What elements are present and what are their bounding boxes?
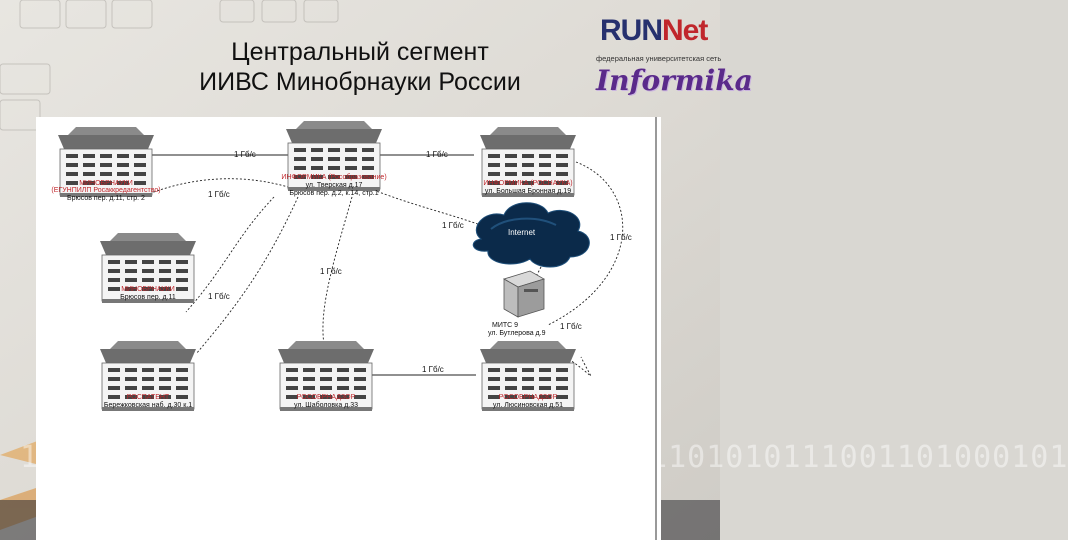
b6-name: РОСОБРНАДЗОР [297, 394, 356, 401]
link-label-server-b7: 1 Гб/с [560, 322, 582, 331]
link-server-b7 [547, 346, 592, 377]
b4-name: МИНОБРНАУКИ [121, 286, 175, 293]
link-label-b1-b2: 1 Гб/с [234, 150, 256, 159]
b5-address: Бережковская наб. д.30 к.1 [104, 401, 192, 409]
link-b2-b6 [322, 196, 353, 355]
b4-address: Брюсов пер. д.11 [120, 294, 176, 301]
internet-cloud-icon [472, 202, 590, 268]
link-label-b2-b6: 1 Гб/с [320, 267, 342, 276]
logo-informika: Informika [596, 64, 753, 97]
network-diagram: Internet МИНОБРНАУКИ (ЕГУНПИЛП Росаккред… [36, 117, 661, 540]
server-address: ул. Бутлерова д.9 [488, 330, 546, 337]
link-b2-b4 [185, 196, 275, 313]
link-b3-server [547, 161, 624, 326]
internet-label: Internet [508, 228, 536, 237]
slide-title-line2: ИИВС Минобрнауки России [199, 68, 521, 96]
b1-name2: (ЕГУНПИЛП Росаккредагентство) [51, 187, 160, 194]
link-label-b2-internet: 1 Гб/с [442, 221, 464, 230]
server-icon [502, 270, 546, 318]
b2-name: ИНФОРМИКА (Рособразование) [281, 173, 386, 181]
link-b2-internet [365, 186, 492, 230]
b7-name: РОСОБРНАДЗОР [499, 394, 558, 401]
b2-address: Брюсов пер. д.2, к.14, стр.1 [289, 190, 378, 197]
link-b2-b4-upper [145, 178, 289, 196]
b2-name2: ул. Тверская д.17 [306, 182, 363, 189]
runnet-informika-logo: RUNNet федеральная университетская сеть … [592, 14, 753, 110]
b3-address: ул. Большая Бронная д.19 [485, 188, 571, 195]
server-name: МИТС 9 [492, 322, 518, 329]
b6-address: ул. Шаболовка д.33 [294, 401, 358, 409]
link-label-b6-b7: 1 Гб/с [422, 365, 444, 374]
logo-runnet: RUNNet [600, 14, 708, 47]
link-label-b3-server: 1 Гб/с [610, 233, 632, 242]
link-label-b2-b3: 1 Гб/с [426, 150, 448, 159]
b1-name: МИНОБРНАУКИ [79, 180, 133, 187]
b7-address: ул. Люсиновская д.51 [493, 402, 563, 409]
link-label-b2-b4: 1 Гб/с [208, 190, 230, 199]
link-label-b2-b5: 1 Гб/с [208, 292, 230, 301]
slide-title-line1: Центральный сегмент [231, 38, 489, 66]
b5-name: РОСПАТЕНТ [127, 394, 170, 401]
logo-subtitle: федеральная университетская сеть [596, 54, 722, 63]
b3-name: ИНФОРМИКА (РОСНАУКА) [483, 180, 572, 187]
b1-address: Брюсов пер. д.11, стр. 2 [67, 195, 145, 202]
